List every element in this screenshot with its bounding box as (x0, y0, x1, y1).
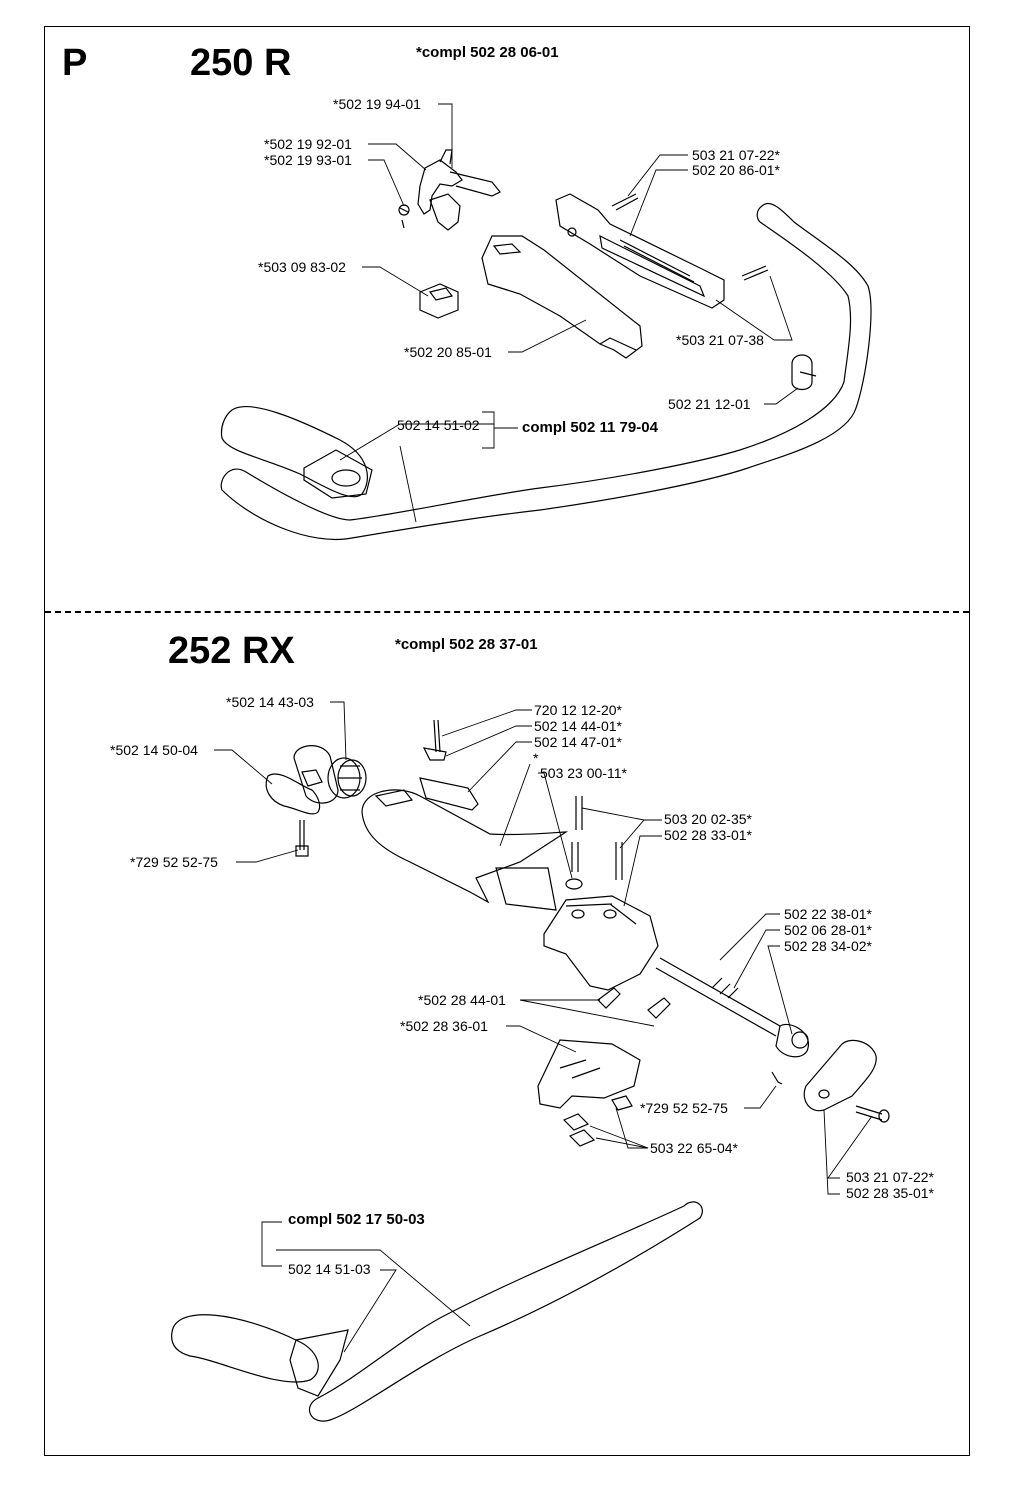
part-label: 502 14 44-01* (534, 718, 622, 734)
part-label: 502 28 34-02* (784, 938, 872, 954)
part-label: *502 14 43-03 (226, 694, 314, 710)
part-label: *502 19 92-01 (264, 136, 352, 152)
part-label: 503 21 07-22* (692, 147, 780, 163)
compl-250r: *compl 502 28 06-01 (416, 44, 559, 61)
part-label: * (533, 750, 539, 766)
screw-part-2 (741, 265, 769, 281)
handlebar-tube-part (220, 202, 872, 540)
part-label: 502 14 51-02 (397, 417, 480, 433)
part-label: 502 20 86-01* (692, 162, 780, 178)
clamp-part (791, 354, 817, 391)
part-label: *502 19 93-01 (264, 152, 352, 168)
rubber-strip-part (419, 777, 479, 811)
part-label: *729 52 52-75 (640, 1100, 728, 1116)
pin-part (422, 719, 447, 761)
part-label: 503 21 07-22* (846, 1169, 934, 1185)
part-label: 502 28 35-01* (846, 1185, 934, 1201)
part-label: *502 28 44-01 (418, 992, 506, 1008)
section-letter: P (62, 42, 88, 84)
part-label: 503 22 65-04* (650, 1140, 738, 1156)
lever-ring-part (327, 757, 367, 799)
part-label: *502 14 50-04 (110, 742, 198, 758)
section-divider (45, 611, 969, 613)
clips-part (597, 987, 671, 1019)
nuts-part (562, 1095, 633, 1147)
model-title-250r: 250 R (190, 42, 292, 84)
part-label: *729 52 52-75 (130, 854, 218, 870)
lower-clamp-part (537, 1039, 641, 1109)
part-label: 502 06 28-01* (784, 922, 872, 938)
assembly-label-252rx: compl 502 17 50-03 (288, 1211, 425, 1228)
throttle-trigger-part (398, 149, 501, 231)
cover-plate-part (803, 1039, 877, 1112)
throttle-housing-part (265, 745, 339, 815)
model-title-252rx: 252 RX (168, 630, 295, 672)
handle-grip-part (361, 789, 569, 911)
lower-handlebar-tube-part (171, 1201, 703, 1422)
part-label: 502 22 38-01* (784, 906, 872, 922)
part-label: 502 21 12-01 (668, 396, 751, 412)
handle-left-half-part (481, 235, 643, 359)
screw-part (611, 193, 639, 211)
handle-right-half-part (555, 193, 725, 309)
leader-lines-252rx (214, 701, 873, 1353)
bolts-part (565, 796, 623, 890)
screw-part-3 (295, 820, 309, 857)
screw-part-4 (855, 1105, 890, 1123)
part-label: *502 28 36-01 (400, 1018, 488, 1034)
shaft-part (655, 957, 809, 1058)
page-frame (44, 26, 970, 1456)
part-label: 502 28 33-01* (664, 827, 752, 843)
bracket-part (543, 895, 659, 991)
part-label: 502 14 47-01* (534, 734, 622, 750)
stop-switch-part (419, 283, 459, 319)
part-label: 503 23 00-11* (540, 765, 627, 781)
part-label: 720 12 12-20* (534, 702, 622, 718)
assembly-label-250r: compl 502 11 79-04 (522, 419, 658, 436)
leader-lines-250r (339, 103, 799, 523)
part-label: *502 19 94-01 (333, 96, 421, 112)
screw-part-5 (771, 1071, 783, 1085)
compl-252rx: *compl 502 28 37-01 (395, 636, 538, 653)
part-label: *503 21 07-38 (676, 332, 764, 348)
part-label: *503 09 83-02 (258, 259, 346, 275)
part-label: 503 20 02-35* (664, 811, 752, 827)
part-label: *502 20 85-01 (404, 344, 492, 360)
part-label: 502 14 51-03 (288, 1261, 371, 1277)
